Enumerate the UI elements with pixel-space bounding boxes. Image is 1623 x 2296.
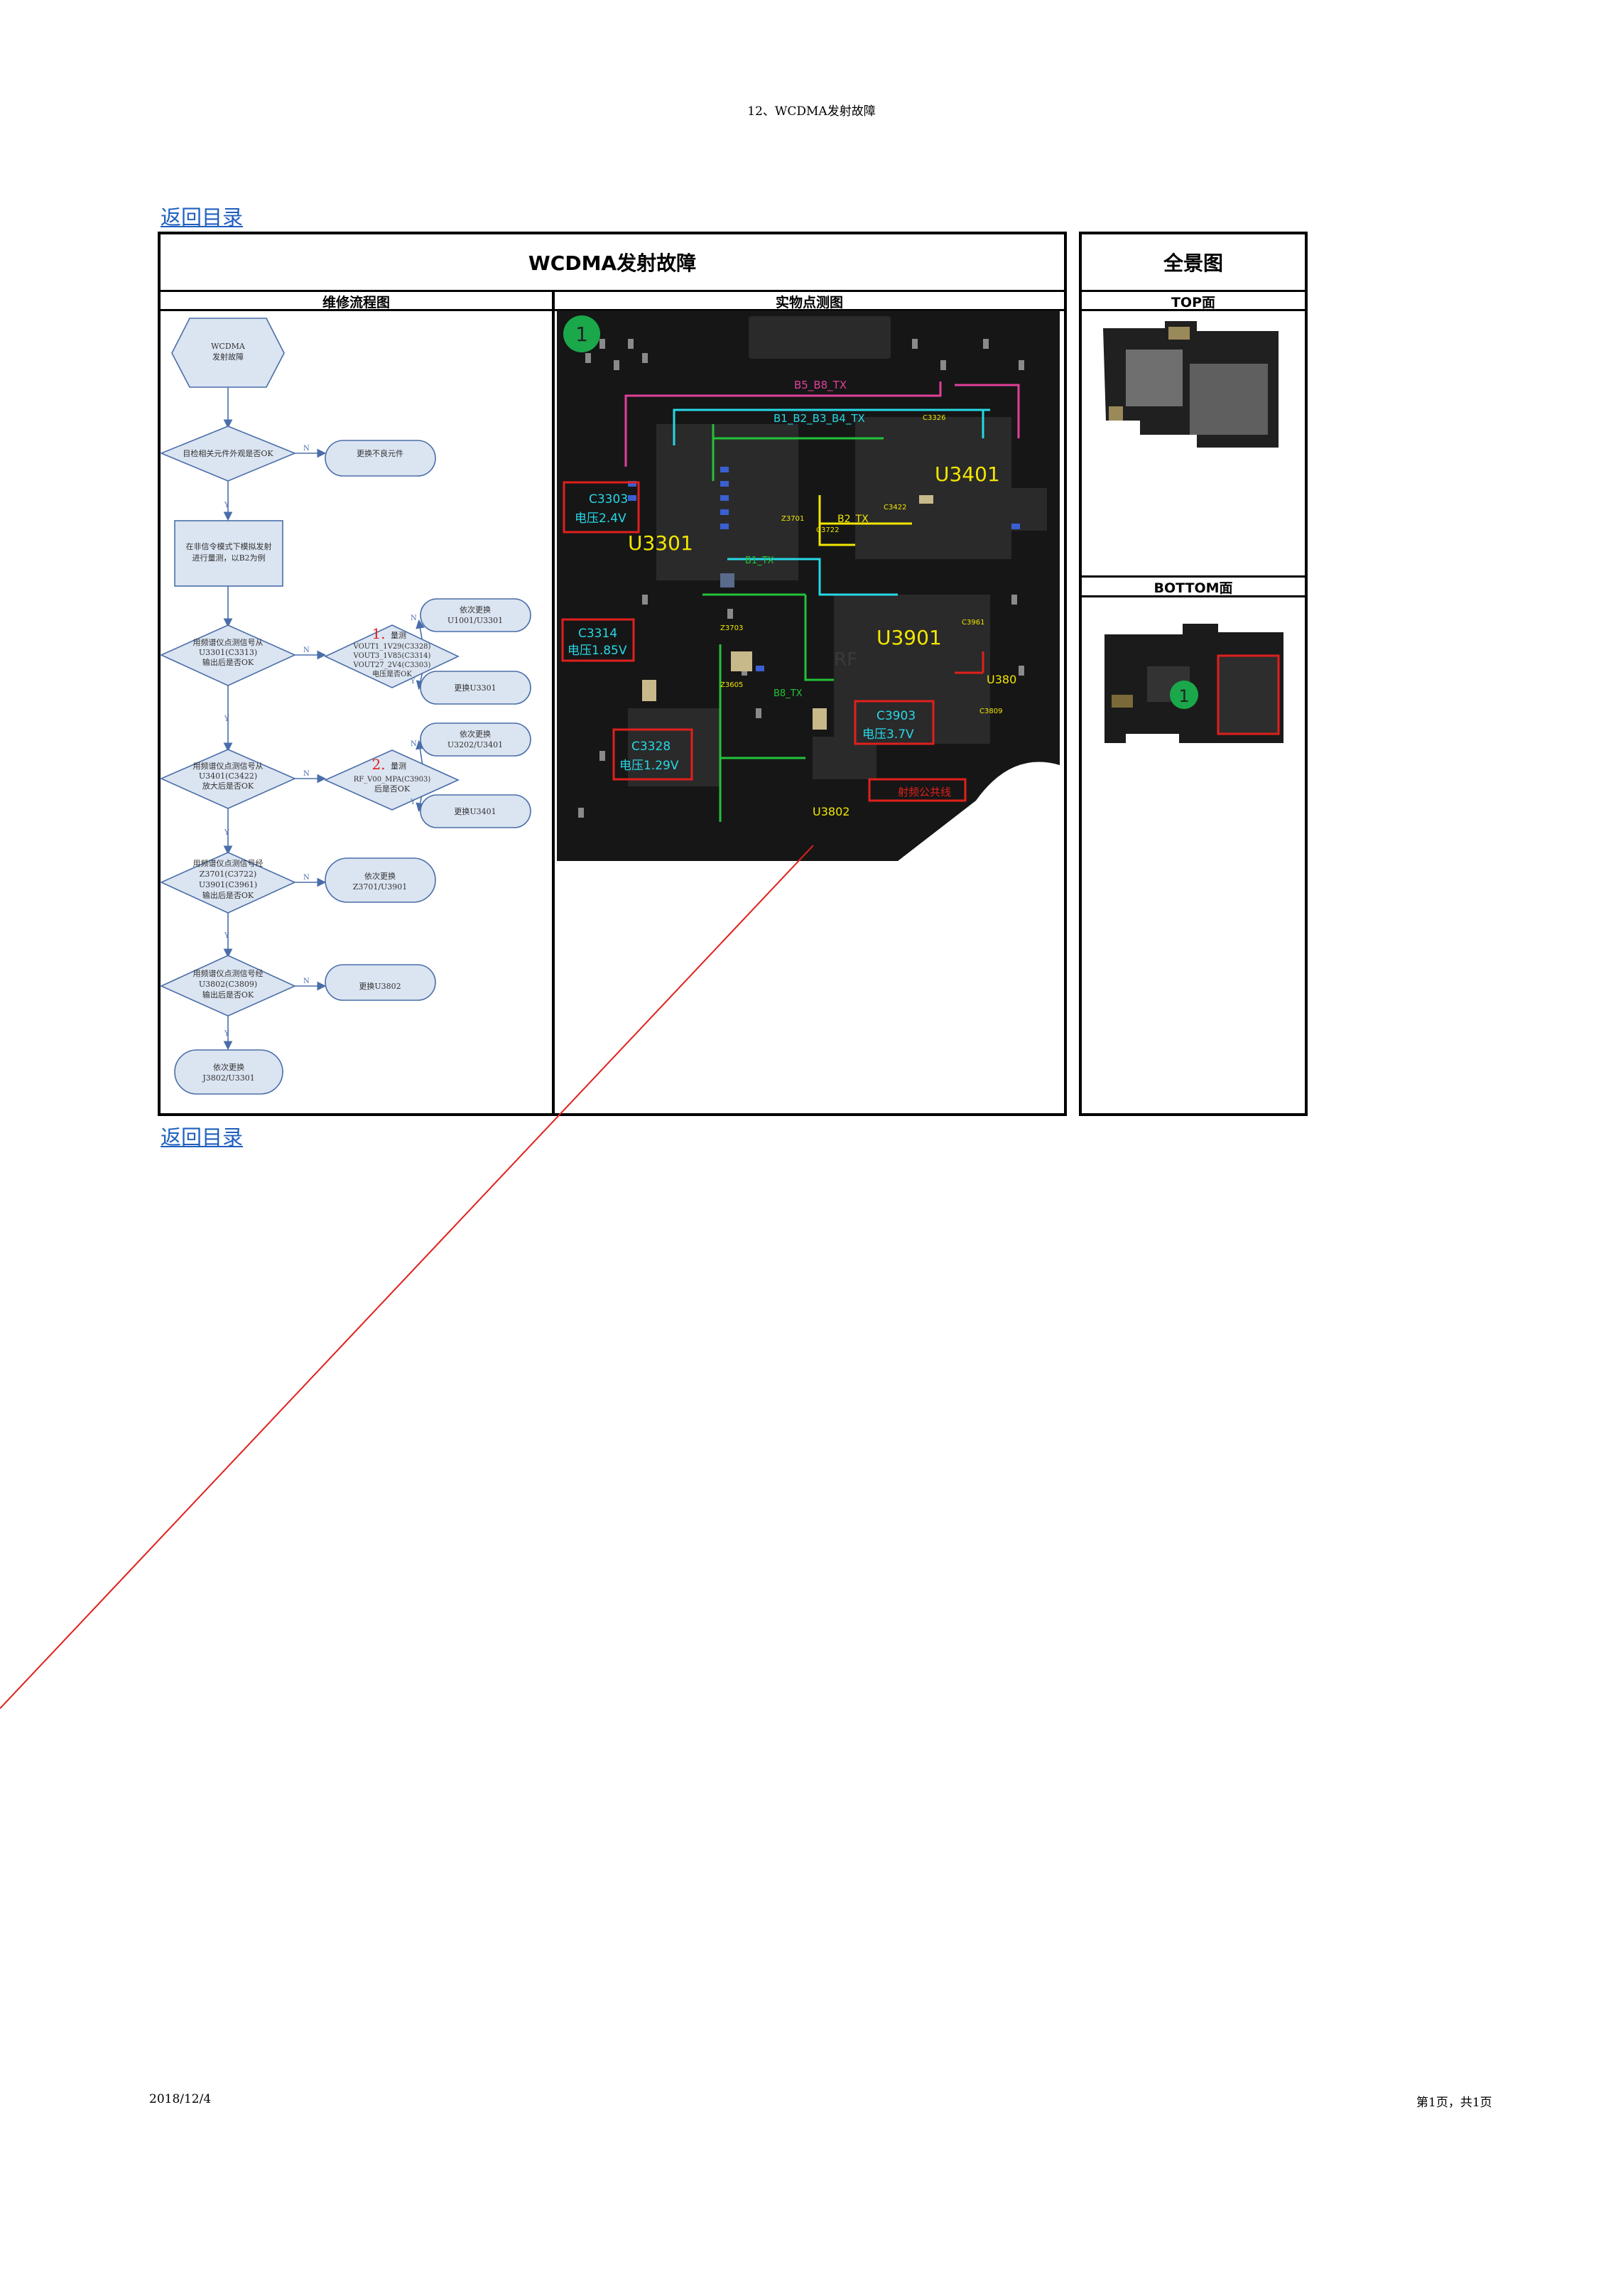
footer-date: 2018/12/4 [149,2092,211,2106]
footer-page-count: 第1页，共1页 [1416,2092,1492,2110]
